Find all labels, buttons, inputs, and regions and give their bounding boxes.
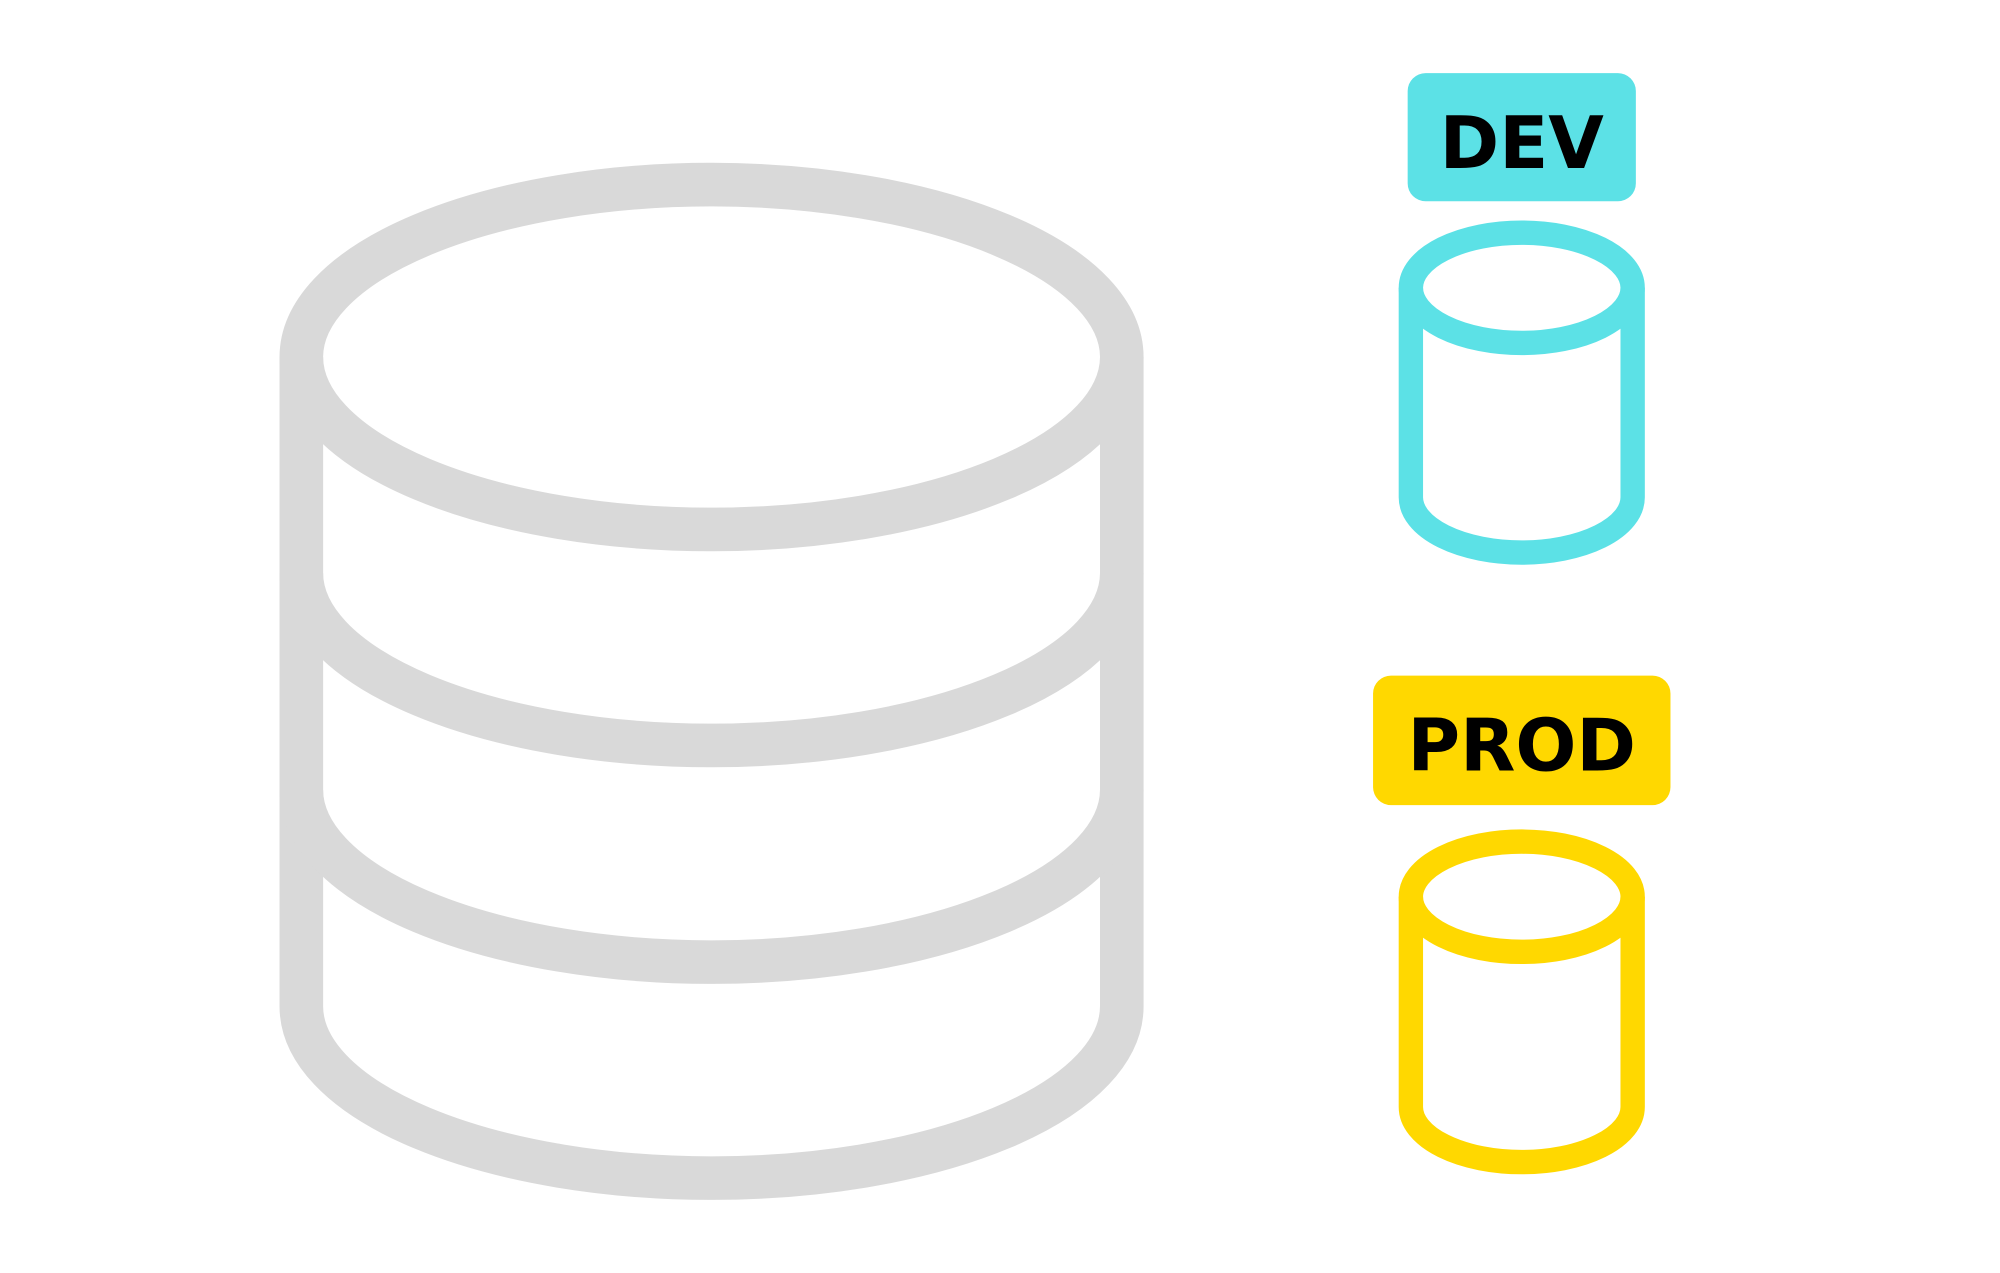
- prod-label: PROD: [1408, 703, 1636, 787]
- prod-environment: PROD: [1373, 675, 1671, 1175]
- main-db-body: [279, 357, 1144, 1200]
- main-db-layer-1: [279, 572, 1144, 768]
- main-db-top-ellipse: [279, 162, 1144, 552]
- main-db-layer-2: [279, 789, 1144, 984]
- dev-label: DEV: [1440, 101, 1605, 185]
- dev-label-badge: [1407, 73, 1636, 202]
- dev-cylinder-icon: [1398, 220, 1645, 565]
- dev-environment: DEV: [1398, 73, 1645, 565]
- main-database-icon: [279, 162, 1144, 1200]
- prod-cylinder-icon: [1398, 829, 1645, 1175]
- prod-label-badge: [1373, 675, 1671, 806]
